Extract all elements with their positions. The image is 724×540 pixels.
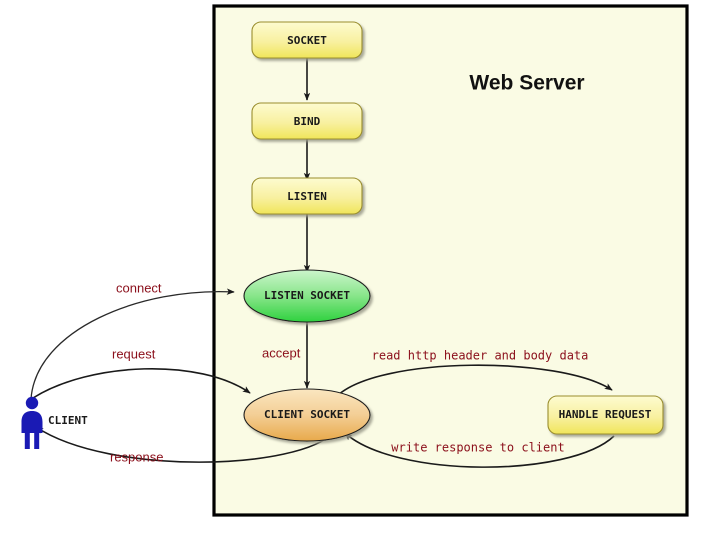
node-socket-label: SOCKET — [287, 34, 327, 47]
client-label: CLIENT — [48, 414, 88, 427]
node-bind-label: BIND — [294, 115, 321, 128]
node-listen-socket[interactable] — [243, 269, 371, 323]
edge-label-read-header: read http header and body data — [372, 349, 589, 363]
edge-write-response — [344, 432, 615, 468]
edge-label-connect: connect — [116, 280, 162, 295]
person-icon — [21, 396, 43, 449]
node-bind[interactable] — [251, 102, 363, 140]
edge-label-write-response: write response to client — [391, 441, 564, 455]
node-listen-socket-label: LISTEN SOCKET — [264, 289, 350, 302]
edge-label-response: response — [110, 449, 163, 464]
page-title: Web Server — [469, 72, 584, 95]
node-socket[interactable] — [251, 21, 363, 59]
node-handle-request-label: HANDLE REQUEST — [559, 408, 652, 421]
edge-read-header — [336, 364, 613, 397]
edge-connect — [30, 288, 235, 400]
node-listen[interactable] — [251, 177, 363, 215]
node-listen-label: LISTEN — [287, 190, 327, 203]
node-client-socket-label: CLIENT SOCKET — [264, 408, 350, 421]
node-client-socket[interactable] — [243, 388, 371, 442]
edge-request — [32, 368, 251, 399]
edge-response — [35, 426, 335, 463]
edge-label-accept: accept — [262, 345, 301, 360]
node-handle-request[interactable] — [547, 395, 664, 435]
edge-label-request: request — [112, 346, 156, 361]
